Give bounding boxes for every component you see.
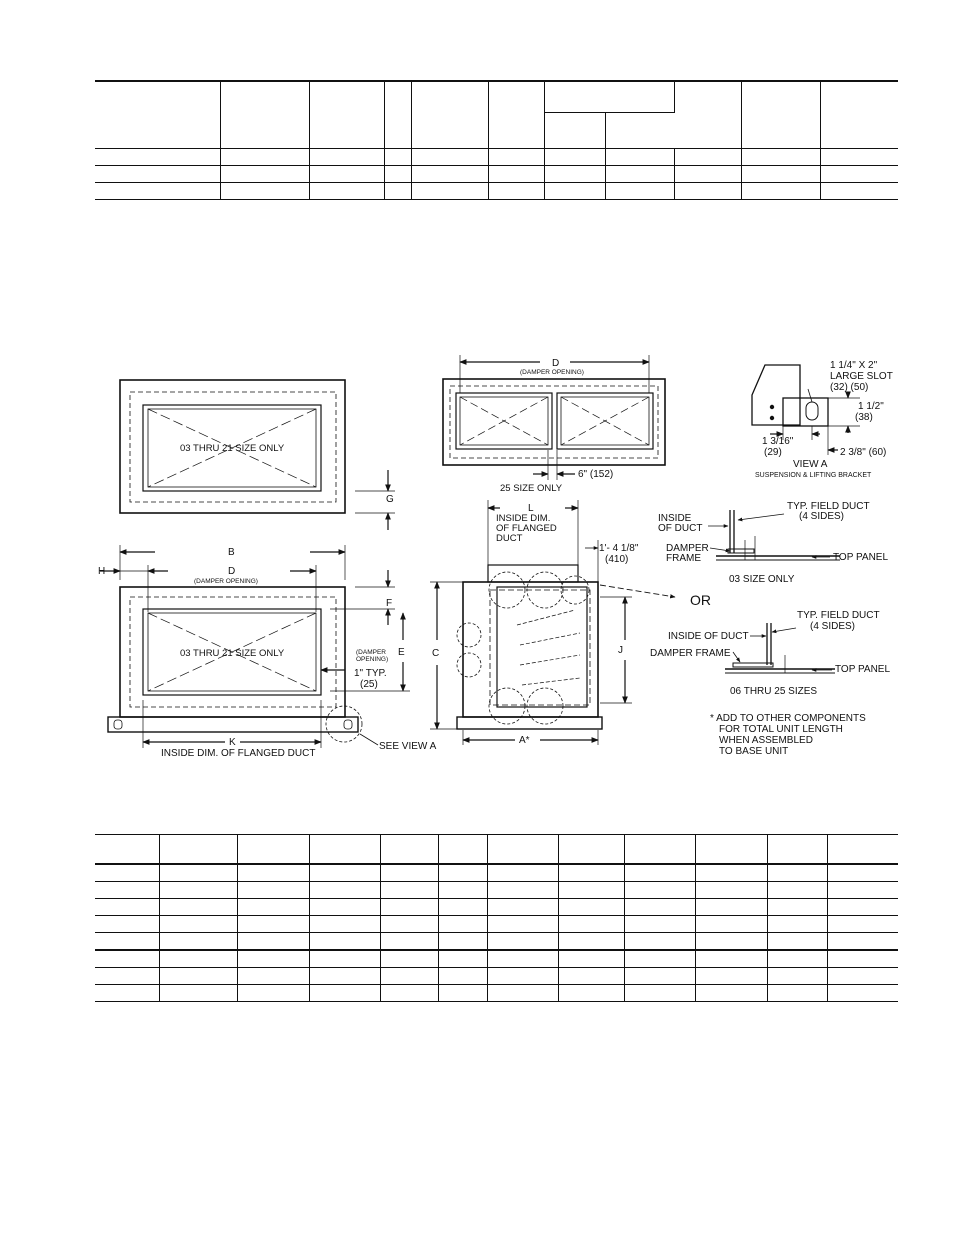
label-inside-of-duct-2: OF DUCT [658, 523, 702, 534]
table-row [95, 881, 898, 899]
label-damper-small-1: (DAMPER [356, 649, 386, 656]
table-row [95, 898, 898, 916]
side-view [430, 500, 676, 745]
label-three-16: 1 3/16" [762, 436, 794, 447]
label-front-inner: 03 THRU 21 SIZE ONLY [180, 443, 285, 454]
label-or: OR [690, 592, 711, 608]
table-row [95, 148, 898, 166]
label-slot-1: 1 1/4" X 2" [830, 360, 878, 371]
top-table-header-row [95, 81, 898, 149]
note-line-4: TO BASE UNIT [719, 746, 788, 757]
label-four-sides-2: (4 SIDES) [810, 621, 855, 632]
label-inside-of-duct-1: INSIDE [658, 513, 692, 524]
duct-detail-03 [708, 510, 840, 561]
label-e: E [398, 647, 405, 658]
table-row [95, 863, 898, 882]
label-inside-dim-3: DUCT [496, 533, 523, 544]
size25-view [442, 355, 666, 480]
label-inside-dim-flanged: INSIDE DIM. OF FLANGED DUCT [161, 748, 315, 759]
label-damper-frame-2: FRAME [666, 553, 701, 564]
table-row [95, 182, 898, 200]
label-bracket: SUSPENSION & LIFTING BRACKET [755, 472, 872, 479]
label-slot-2: LARGE SLOT [830, 371, 893, 382]
label-four-sides: (4 SIDES) [799, 511, 844, 522]
label-front-inner-2: 03 THRU 21 SIZE ONLY [180, 648, 285, 659]
table-row [95, 984, 898, 1002]
label-slot-3: (32) (50) [830, 382, 868, 393]
table-row [95, 932, 898, 950]
label-top-panel: TOP PANEL [833, 552, 888, 563]
label-size25-only: 25 SIZE ONLY [500, 483, 563, 494]
label-d: D [228, 566, 235, 577]
label-six-in: 6" (152) [578, 469, 613, 480]
label-half-mm: (38) [855, 412, 873, 423]
bottom-dimension-table [95, 834, 898, 1002]
label-j: J [618, 645, 623, 656]
label-three-16-mm: (29) [764, 447, 782, 458]
duct-detail-06-25 [725, 623, 835, 674]
table-row [95, 949, 898, 968]
label-l: L [528, 503, 534, 514]
label-410: (410) [605, 554, 628, 565]
label-inside-dim-1: INSIDE DIM. [496, 513, 550, 524]
label-view-a: VIEW A [793, 459, 828, 470]
top-view-small [119, 379, 395, 530]
label-damper-frame-full: DAMPER FRAME [650, 648, 731, 659]
label-size03-only: 03 SIZE ONLY [729, 574, 795, 585]
label-damper-opening: (DAMPER OPENING) [194, 578, 258, 585]
note-line-3: WHEN ASSEMBLED [719, 735, 813, 746]
label-inside-of-duct-full: INSIDE OF DUCT [668, 631, 749, 642]
table-row [95, 915, 898, 933]
label-a: A* [519, 735, 530, 746]
table-row [95, 165, 898, 183]
label-sizes06-25: 06 THRU 25 SIZES [730, 686, 817, 697]
label-b: B [228, 547, 235, 558]
label-h: H [98, 566, 105, 577]
note-line-2: FOR TOTAL UNIT LENGTH [719, 724, 843, 735]
label-top-panel-2: TOP PANEL [835, 664, 890, 675]
table-row [95, 967, 898, 985]
label-typ: 1" TYP. [354, 668, 387, 679]
drawing-labels: 03 THRU 21 SIZE ONLY G B H D (DAMPER OPE… [98, 358, 893, 759]
label-f: F [386, 598, 392, 609]
label-see-view-a: SEE VIEW A [379, 741, 437, 752]
label-typ-field-duct: TYP. FIELD DUCT [787, 501, 870, 512]
view-a-detail [751, 364, 860, 455]
label-typ-mm: (25) [360, 679, 378, 690]
label-two-38: 2 3/8" (60) [840, 447, 886, 458]
front-view [100, 545, 410, 748]
label-g: G [386, 494, 394, 505]
label-k: K [229, 737, 236, 748]
label-c: C [432, 648, 439, 659]
label-damper-frame-1: DAMPER [666, 543, 709, 554]
note-line-1: * ADD TO OTHER COMPONENTS [710, 713, 866, 724]
label-top-damper: (DAMPER OPENING) [520, 369, 584, 376]
label-typ-field-duct-2: TYP. FIELD DUCT [797, 610, 880, 621]
label-top-d: D [552, 358, 559, 369]
label-damper-small-2: OPENING) [356, 656, 388, 663]
label-1ft: 1'- 4 1/8" [599, 543, 639, 554]
top-spec-table [95, 80, 898, 200]
label-inside-dim-2: OF FLANGED [496, 523, 557, 534]
label-half-in: 1 1/2" [858, 401, 884, 412]
bottom-table-header [95, 834, 898, 865]
